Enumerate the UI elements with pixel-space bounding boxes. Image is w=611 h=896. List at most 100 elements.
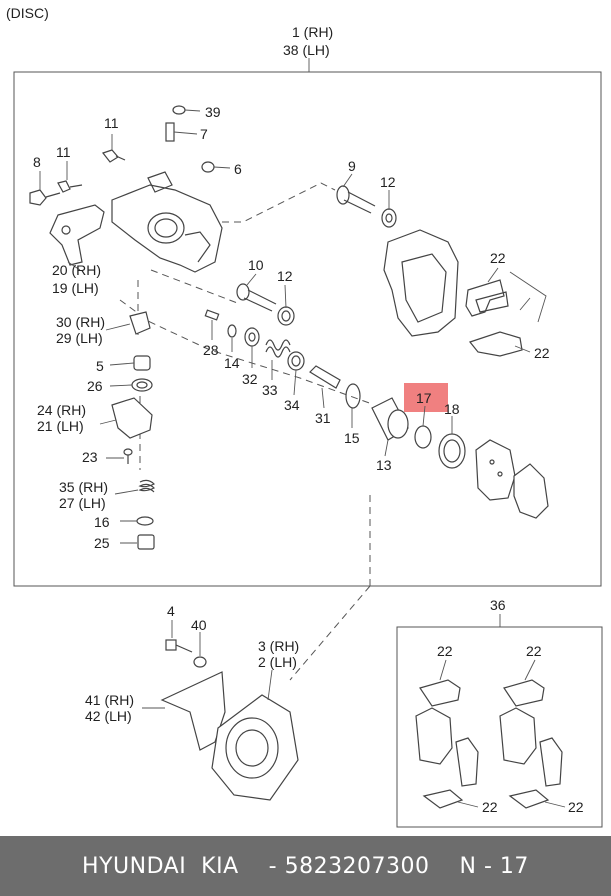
label-15: 15 — [344, 430, 360, 446]
footer-part-number: - 5823207300 — [268, 853, 430, 879]
nut-part-25 — [137, 534, 155, 550]
washer-part-32 — [244, 327, 260, 347]
ring-part-14 — [227, 324, 237, 338]
label-11-top: 11 — [104, 115, 119, 131]
label-22-kit-right: 22 — [526, 643, 542, 659]
label-20-rh: 20 (RH) — [52, 262, 101, 278]
label-35-rh: 35 (RH) — [59, 479, 108, 495]
bracket-part-20 — [49, 204, 105, 266]
caliper-carrier-bracket — [383, 229, 459, 337]
guide-pin-part-9 — [336, 185, 376, 214]
parking-lever-part-30 — [129, 311, 151, 335]
label-6: 6 — [234, 161, 242, 177]
washer-part-16 — [136, 516, 154, 526]
lever-part-24 — [111, 397, 153, 439]
dust-shield-part-41 — [160, 671, 226, 751]
label-27-lh: 27 (LH) — [59, 495, 106, 511]
label-25: 25 — [94, 535, 110, 551]
boot-part-12-top — [381, 208, 397, 228]
label-11-left: 11 — [56, 144, 71, 160]
label-41-rh: 41 (RH) — [85, 692, 134, 708]
pad-clip-callout — [509, 271, 547, 323]
label-26: 26 — [87, 378, 103, 394]
label-42-lh: 42 (LH) — [85, 708, 132, 724]
bolt-part-11-top — [102, 149, 126, 163]
label-leaders — [39, 134, 566, 808]
pin-part-28 — [204, 309, 220, 321]
seal-part-26 — [131, 378, 153, 392]
label-4: 4 — [167, 603, 175, 619]
label-22-kit-bottom-right: 22 — [568, 799, 584, 815]
assembly-label-rh: 1 (RH) — [292, 24, 333, 40]
brake-pad-outer — [513, 463, 549, 519]
cap-part-6 — [201, 161, 231, 173]
label-5: 5 — [96, 358, 104, 374]
footer-brand: HYUNDAI KIA — [82, 853, 239, 879]
label-10: 10 — [248, 257, 264, 273]
piston-part-13 — [371, 397, 409, 441]
label-24-rh: 24 (RH) — [37, 402, 86, 418]
dust-boot-part-18 — [438, 433, 466, 469]
piston-seal-part-17 — [414, 425, 432, 449]
exploded-parts-diagram: (DISC) 1 (RH) 38 (LH) — [6, 5, 603, 828]
label-18: 18 — [444, 401, 460, 417]
label-2-lh: 2 (LH) — [258, 654, 297, 670]
highlight-box-17 — [404, 383, 448, 412]
label-22-top: 22 — [490, 250, 506, 266]
label-23: 23 — [82, 449, 98, 465]
label-3-rh: 3 (RH) — [258, 638, 299, 654]
label-13: 13 — [376, 457, 392, 473]
label-17: 17 — [416, 390, 432, 406]
label-28: 28 — [203, 342, 219, 358]
pad-kit-frame — [396, 626, 603, 828]
pad-clip-part-22-top — [465, 279, 509, 317]
assembly-label-lh: 38 (LH) — [283, 42, 330, 58]
label-22-kit-left: 22 — [437, 643, 453, 659]
label-12-top: 12 — [380, 174, 396, 190]
label-8: 8 — [33, 154, 41, 170]
cap-part-39 — [172, 105, 201, 115]
bolt-part-4 — [165, 639, 193, 653]
main-assembly-frame — [13, 71, 602, 587]
label-14: 14 — [224, 355, 240, 371]
label-36: 36 — [490, 597, 506, 613]
label-16: 16 — [94, 514, 110, 530]
pad-clip-part-22-lower — [468, 331, 523, 357]
bolt-part-23 — [123, 448, 133, 464]
ring-part-15 — [345, 383, 361, 409]
guide-pin-part-10 — [236, 283, 277, 312]
bushing-part-5 — [133, 355, 151, 371]
boot-part-12-mid — [277, 306, 295, 326]
footer-bar: HYUNDAI KIA - 5823207300 N - 17 — [0, 836, 611, 896]
label-30-rh: 30 (RH) — [56, 314, 105, 330]
label-40: 40 — [191, 617, 207, 633]
label-29-lh: 29 (LH) — [56, 330, 103, 346]
label-7: 7 — [200, 126, 208, 142]
pad-kit-parts — [415, 679, 563, 809]
bleeder-part-7 — [165, 122, 198, 142]
bolt-part-11-left — [57, 180, 83, 193]
brake-pad-inner — [475, 439, 516, 501]
label-31: 31 — [315, 410, 331, 426]
label-32: 32 — [242, 371, 258, 387]
caliper-housing — [111, 171, 223, 273]
spring-part-33 — [265, 339, 291, 358]
label-19-lh: 19 (LH) — [52, 280, 99, 296]
rod-part-31 — [309, 365, 341, 389]
label-22-kit-bottom-left: 22 — [482, 799, 498, 815]
label-22-mid: 22 — [534, 345, 550, 361]
label-12-mid: 12 — [277, 268, 293, 284]
label-33: 33 — [262, 382, 278, 398]
spring-part-35 — [138, 479, 156, 493]
label-39: 39 — [205, 104, 221, 120]
seal-part-34 — [287, 351, 305, 371]
bolt-part-8 — [29, 189, 61, 206]
washer-part-40 — [193, 656, 207, 668]
footer-page: N - 17 — [459, 853, 529, 879]
label-9: 9 — [348, 158, 356, 174]
diagram-title: (DISC) — [6, 5, 49, 21]
label-34: 34 — [284, 397, 300, 413]
assembly-guide-lines — [119, 182, 373, 681]
knuckle-part-3 — [211, 694, 299, 801]
label-21-lh: 21 (LH) — [37, 418, 84, 434]
